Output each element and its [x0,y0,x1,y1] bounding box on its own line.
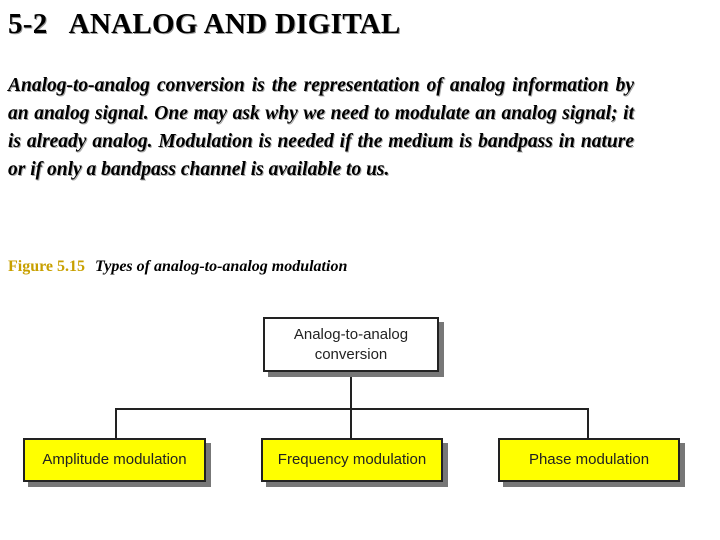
figure-number: Figure 5.15 [8,258,86,275]
connector-leaf-3 [587,408,589,438]
figure-caption: Figure 5.15 Types of analog-to-analog mod… [8,258,347,276]
connector-leaf-1 [115,408,117,438]
node-phase-modulation: Phase modulation [498,438,680,482]
section-title: 5-2 ANALOG AND DIGITAL [8,8,401,40]
node-amplitude-modulation: Amplitude modulation [23,438,206,482]
connector-leaf-2 [350,408,352,438]
root-node-line-2: conversion [314,345,388,363]
connector-horizontal [115,408,589,410]
root-node-analog-to-analog-conversion: Analog-to-analog conversion [263,317,439,372]
connector-root [350,372,352,410]
figure-caption-text: Types of analog-to-analog modulation [95,258,348,275]
node-frequency-modulation: Frequency modulation [261,438,443,482]
body-paragraph: Analog-to-analog conversion is the repre… [8,75,634,180]
root-node-line-1: Analog-to-analog [293,325,409,343]
